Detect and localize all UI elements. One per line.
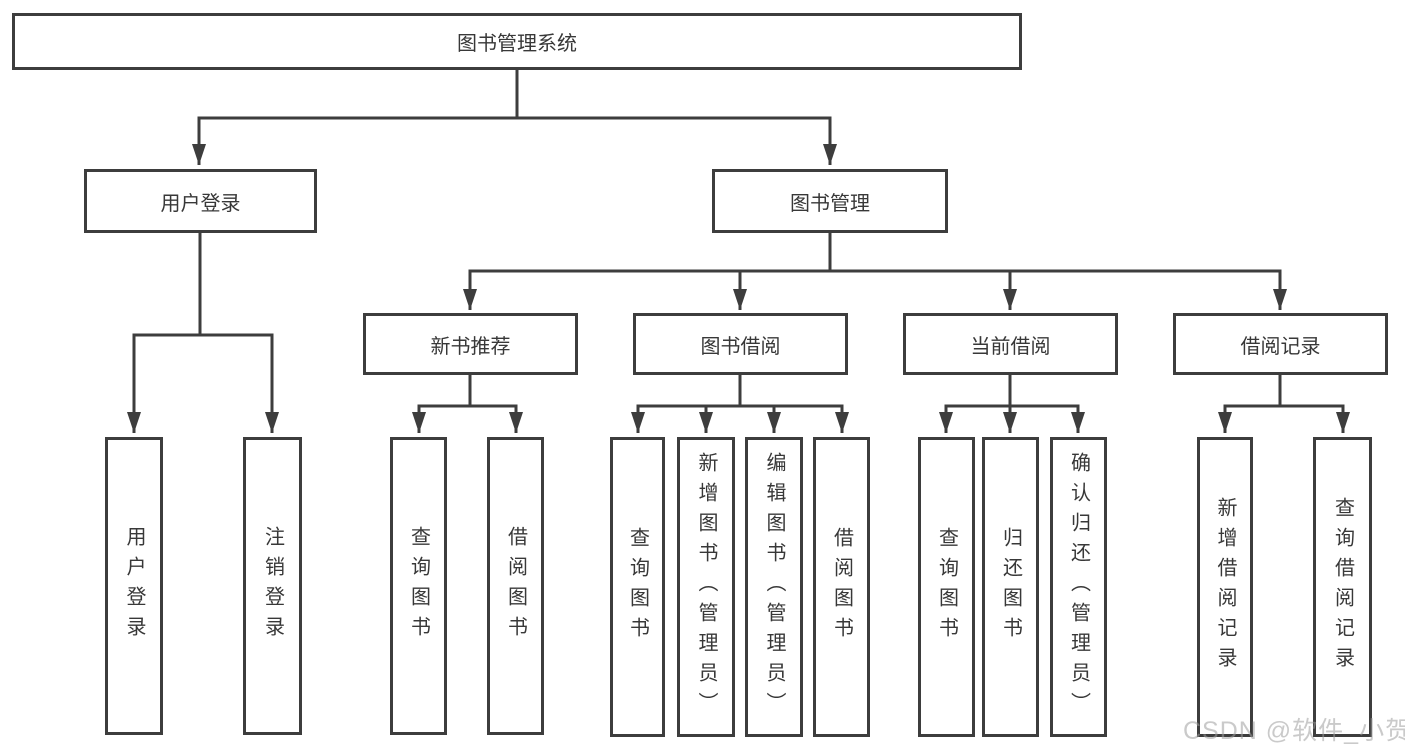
node-borrow-records: 借阅记录: [1173, 313, 1388, 375]
node-current-borrow: 当前借阅: [903, 313, 1118, 375]
leaf-query-borrow-record: 查询借阅记录: [1313, 437, 1372, 737]
node-root-label: 图书管理系统: [457, 33, 577, 55]
leaf-newbook-query-books: 查询图书: [390, 437, 447, 735]
node-root: 图书管理系统: [12, 13, 1022, 70]
node-borrow-records-label: 借阅记录: [1240, 335, 1321, 358]
node-book-borrow-label: 图书借阅: [700, 335, 781, 358]
leaf-user-login: 用户登录: [105, 437, 163, 735]
node-book-management-label: 图书管理: [790, 192, 870, 215]
csdn-watermark: CSDN @软件_小贺同学: [1183, 717, 1405, 745]
leaf-borrow-query-books-label: 查询图书: [626, 527, 649, 647]
node-new-book-recommend: 新书推荐: [363, 313, 578, 375]
leaf-newbook-borrow-books-label: 借阅图书: [504, 526, 527, 646]
node-book-borrow: 图书借阅: [633, 313, 848, 375]
leaf-borrow-borrow-books-label: 借阅图书: [830, 527, 853, 647]
leaf-newbook-query-books-label: 查询图书: [407, 526, 430, 646]
leaf-add-borrow-record-label: 新增借阅记录: [1214, 497, 1236, 677]
leaf-logout-label: 注销登录: [261, 526, 284, 646]
leaf-add-borrow-record: 新增借阅记录: [1197, 437, 1253, 737]
connector-new-book-children: [412, 375, 523, 433]
leaf-edit-book-admin-label: 编辑图书（管理员）: [763, 452, 785, 722]
connector-root-to-level2: [192, 70, 837, 165]
connector-borrow-record-children: [1218, 375, 1350, 433]
leaf-add-book-admin-label: 新增图书（管理员）: [695, 452, 717, 722]
leaf-add-book-admin: 新增图书（管理员）: [677, 437, 735, 737]
leaf-user-login-label: 用户登录: [123, 526, 145, 646]
node-new-book-recommend-label: 新书推荐: [430, 335, 511, 358]
leaf-current-query-books-label: 查询图书: [935, 527, 958, 647]
leaf-current-query-books: 查询图书: [918, 437, 975, 737]
connector-book-mgmt-children: [463, 233, 1287, 310]
leaf-logout: 注销登录: [243, 437, 302, 735]
leaf-confirm-return-admin-label: 确认归还（管理员）: [1067, 452, 1090, 722]
connector-book-borrow-children: [631, 375, 849, 433]
node-current-borrow-label: 当前借阅: [970, 335, 1051, 358]
leaf-edit-book-admin: 编辑图书（管理员）: [745, 437, 803, 737]
leaf-newbook-borrow-books: 借阅图书: [487, 437, 544, 735]
connector-user-login-children: [127, 233, 279, 433]
leaf-return-books: 归还图书: [982, 437, 1039, 737]
leaf-return-books-label: 归还图书: [999, 527, 1022, 647]
connector-current-borrow-children: [939, 375, 1085, 433]
leaf-borrow-query-books: 查询图书: [610, 437, 665, 737]
node-book-management: 图书管理: [712, 169, 948, 233]
node-user-login-label: 用户登录: [160, 192, 241, 215]
leaf-query-borrow-record-label: 查询借阅记录: [1331, 497, 1354, 677]
leaf-confirm-return-admin: 确认归还（管理员）: [1050, 437, 1107, 737]
node-user-login: 用户登录: [84, 169, 317, 233]
leaf-borrow-borrow-books: 借阅图书: [813, 437, 870, 737]
